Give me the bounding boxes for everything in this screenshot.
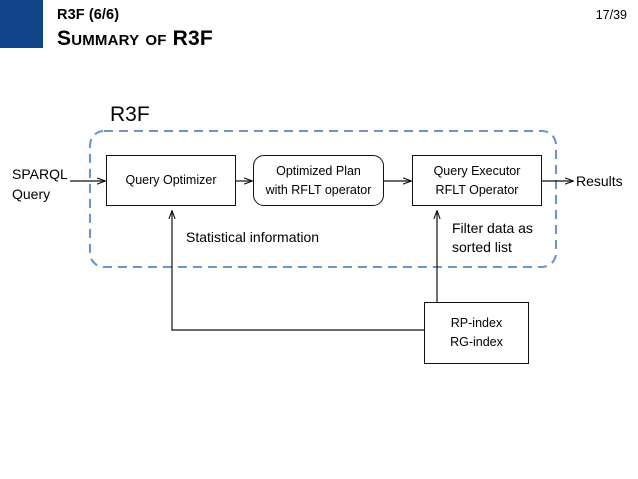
node-indexes-line-1: RP-index — [450, 316, 503, 330]
node-optimized-plan[interactable]: Optimized Plan with RFLT operator — [253, 155, 384, 206]
page-title: Summary of R3F — [57, 27, 213, 50]
node-optimized-plan-line-1: Optimized Plan — [276, 163, 361, 178]
node-query-executor[interactable]: Query Executor RFLT Operator — [412, 155, 542, 206]
node-query-optimizer[interactable]: Query Optimizer — [106, 155, 236, 206]
node-indexes-line-2: RG-index — [450, 335, 503, 349]
label-statistical-information: Statistical information — [186, 229, 320, 245]
node-query-executor-line-1: Query Executor — [433, 163, 521, 178]
label-filter-data-sorted-list: Filter data as sorted list — [452, 220, 533, 255]
node-query-optimizer-line-1: Query Optimizer — [125, 173, 217, 187]
node-optimized-plan-line-2: with RFLT operator — [265, 182, 372, 197]
page-number: 17/39 — [595, 8, 627, 22]
label-input-sparql-query: SPARQL Query — [12, 166, 68, 202]
system-boundary — [88, 129, 558, 269]
slide-header: R3F (6/6) Summary of R3F 17/39 — [0, 0, 638, 60]
header-kicker: R3F (6/6) — [57, 7, 120, 23]
header-accent-bar — [0, 0, 43, 48]
node-query-executor-line-2: RFLT Operator — [435, 182, 519, 197]
arrow-indexes-to-optimizer — [172, 211, 424, 331]
label-output-results: Results — [576, 173, 623, 189]
system-boundary-label: R3F — [110, 103, 150, 126]
node-indexes[interactable]: RP-index RG-index — [424, 302, 529, 364]
